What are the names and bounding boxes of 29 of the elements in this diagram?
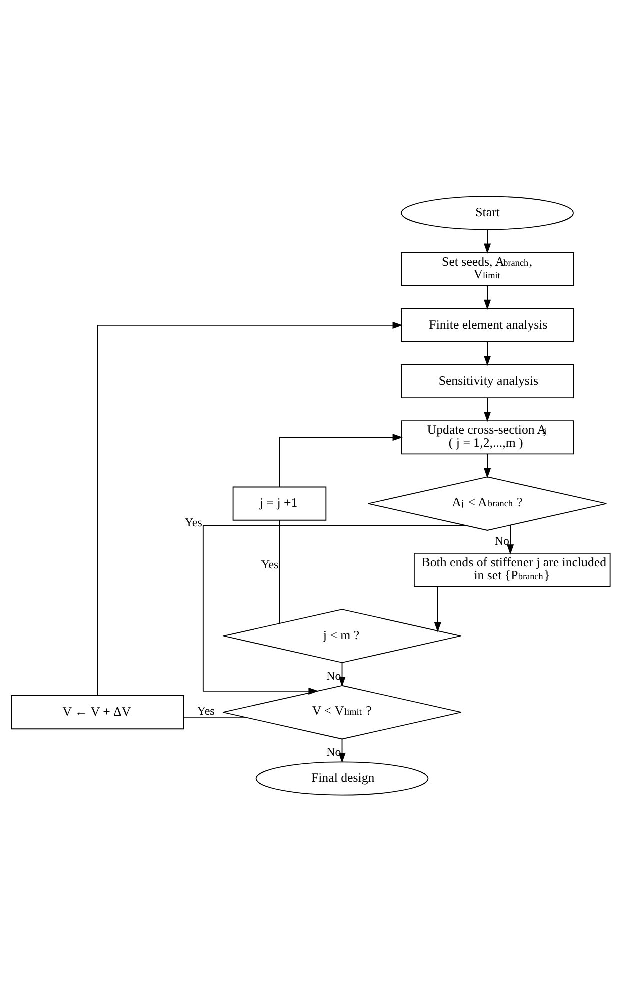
node-diamond: j < m ?: [222, 609, 462, 664]
arrow: [338, 739, 346, 764]
arrow: [97, 322, 403, 696]
node-diamond: Aj < Abranch ?: [368, 476, 608, 531]
node-ellipse: Start: [401, 196, 574, 230]
edge-label: Yes: [185, 515, 202, 530]
arrow: [484, 230, 492, 254]
arrow: [202, 525, 468, 695]
node-box: V ← V + ΔV: [11, 696, 184, 730]
arrow: [484, 398, 492, 422]
node-box: Finite element analysis: [401, 308, 574, 342]
node-box: Sensitivity analysis: [401, 364, 574, 399]
node-box: j = j +1: [232, 486, 327, 521]
connector: [279, 520, 280, 624]
arrow: [484, 286, 492, 310]
arrow: [279, 434, 403, 488]
arrow: [484, 454, 492, 478]
edge-label: No: [494, 534, 510, 548]
arrow: [484, 342, 492, 366]
edge-label: Yes: [261, 558, 279, 572]
arrow: [507, 525, 514, 555]
arrow: [338, 662, 346, 688]
node-ellipse: Final design: [256, 762, 429, 796]
connector: [184, 718, 248, 719]
node-box: Both ends of stiffener j are included in set {Pbranch}: [414, 553, 611, 588]
arrow: [434, 586, 442, 632]
node-box: Set seeds, Abranch, Vlimit: [401, 252, 574, 286]
edge-label: Yes: [197, 704, 215, 718]
node-diamond: V < Vlimit ?: [222, 685, 462, 740]
